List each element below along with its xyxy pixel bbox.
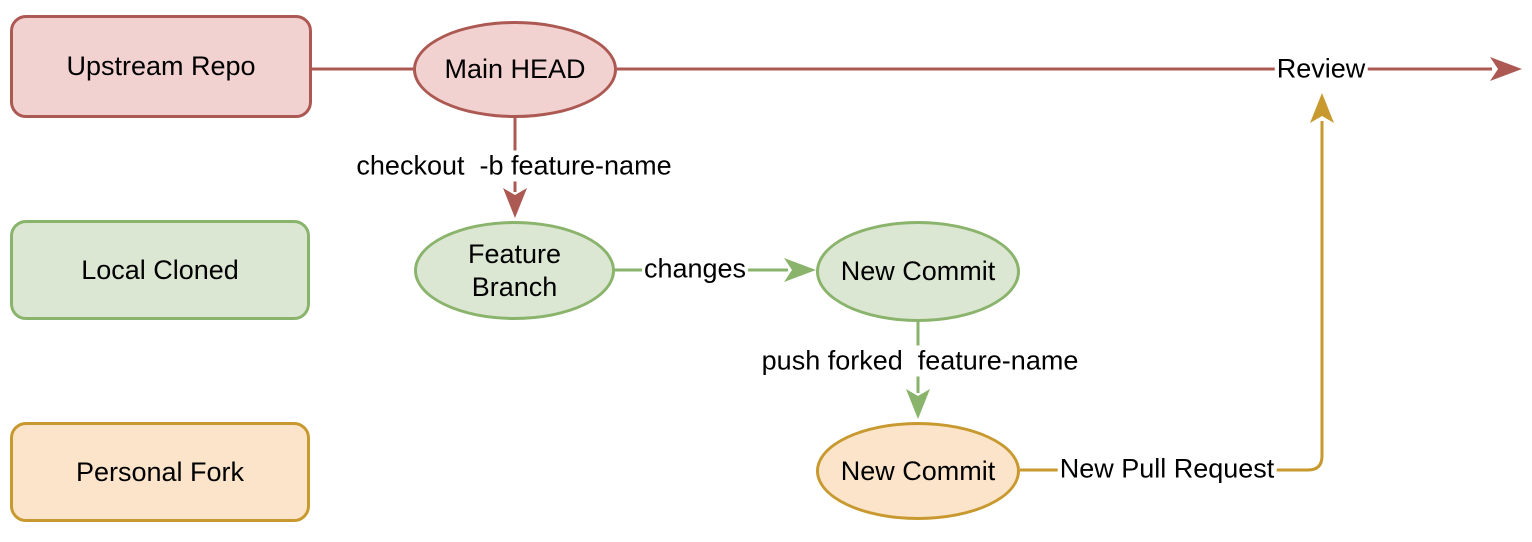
node-new-commit-fork: New Commit <box>816 422 1020 520</box>
lane-personal-fork: Personal Fork <box>10 422 310 522</box>
node-main-head-label: Main HEAD <box>444 54 586 85</box>
node-feature-branch: Feature Branch <box>414 221 615 320</box>
edge-label-checkout: checkout -b feature-name <box>354 150 674 182</box>
edge-label-new-pull-request: New Pull Request <box>1057 453 1277 485</box>
lane-upstream-repo-label: Upstream Repo <box>66 51 256 82</box>
edge-label-review: Review <box>1274 53 1368 85</box>
node-main-head: Main HEAD <box>413 21 617 118</box>
node-feature-branch-label: Feature Branch <box>467 239 562 302</box>
edge-new-pull-request <box>1020 93 1334 472</box>
node-new-commit-fork-label: New Commit <box>840 455 996 486</box>
edge-label-push-forked: push forked feature-name <box>759 345 1081 377</box>
arrowhead-up-gold <box>1310 93 1334 123</box>
lane-local-cloned-label: Local Cloned <box>81 254 239 285</box>
lane-personal-fork-label: Personal Fork <box>75 456 245 487</box>
arrowhead-right-green <box>784 258 816 282</box>
node-new-commit-local-label: New Commit <box>840 256 996 287</box>
arrowhead-right-red <box>1490 57 1522 81</box>
lane-upstream-repo: Upstream Repo <box>10 15 312 118</box>
node-new-commit-local: New Commit <box>816 221 1020 322</box>
arrowhead-down-green <box>906 389 930 419</box>
edge-main-head-review <box>617 57 1522 81</box>
lane-local-cloned: Local Cloned <box>10 220 310 320</box>
edge-label-changes: changes <box>641 253 749 285</box>
arrowhead-down-red <box>503 188 527 218</box>
